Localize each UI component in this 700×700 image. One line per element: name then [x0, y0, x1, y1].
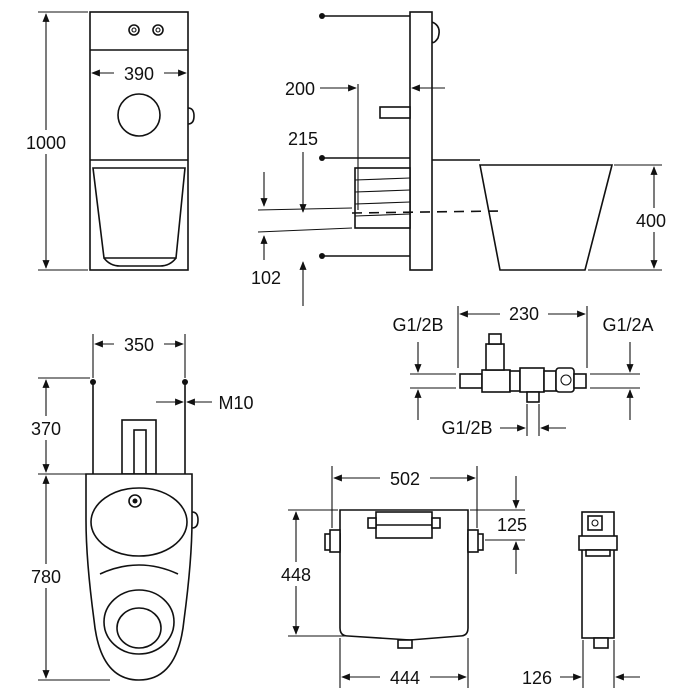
frame-side-view: 126: [522, 511, 640, 688]
dim-g12a-label: G1/2A: [602, 315, 653, 335]
top-view: 350 M10 370 780: [18, 332, 254, 681]
dim-125-label: 125: [497, 515, 527, 535]
front-body-outline: [89, 11, 189, 271]
valve-knob-left-icon: [128, 24, 140, 36]
side-body-outline: [409, 11, 433, 271]
toilet-opening: [103, 589, 175, 655]
frame-outline: [339, 509, 469, 641]
side-bowl: [479, 164, 614, 271]
valve-assembly: 230 G1/2B G1/2A G1/2B: [392, 302, 654, 438]
frame-outlet: [397, 639, 413, 649]
top-bowl-outline: [85, 473, 193, 681]
dim-215-label: 215: [288, 129, 318, 149]
dim-200-label: 200: [285, 79, 315, 99]
dim-400-label: 400: [636, 211, 666, 231]
side-nut: [187, 107, 195, 125]
dim-g12b-bottom-label: G1/2B: [441, 418, 492, 438]
front-view: 390 1000: [14, 11, 195, 271]
flush-plate-circle: [117, 93, 161, 137]
dim-448-label: 448: [281, 565, 311, 585]
dim-1000-label: 1000: [26, 133, 66, 153]
side-view: 200 215 102 400: [251, 11, 674, 306]
dim-370-label: 370: [31, 419, 61, 439]
dim-126-label: 126: [522, 668, 552, 688]
dim-444-label: 444: [390, 668, 420, 688]
dim-g12b-top-label: G1/2B: [392, 315, 443, 335]
dim-230-label: 230: [509, 304, 539, 324]
dim-390-label: 390: [124, 64, 154, 84]
dim-780-label: 780: [31, 567, 61, 587]
dim-m10-label: M10: [218, 393, 253, 413]
frame-side-outline: [581, 511, 615, 639]
dim-350-label: 350: [124, 335, 154, 355]
dim-102-label: 102: [251, 268, 281, 288]
mounting-frame: 502 125 448 444: [272, 466, 527, 689]
valve-knob-right-icon: [152, 24, 164, 36]
wash-basin: [90, 487, 188, 557]
drain-icon: [128, 494, 142, 508]
dim-502-label: 502: [390, 469, 420, 489]
